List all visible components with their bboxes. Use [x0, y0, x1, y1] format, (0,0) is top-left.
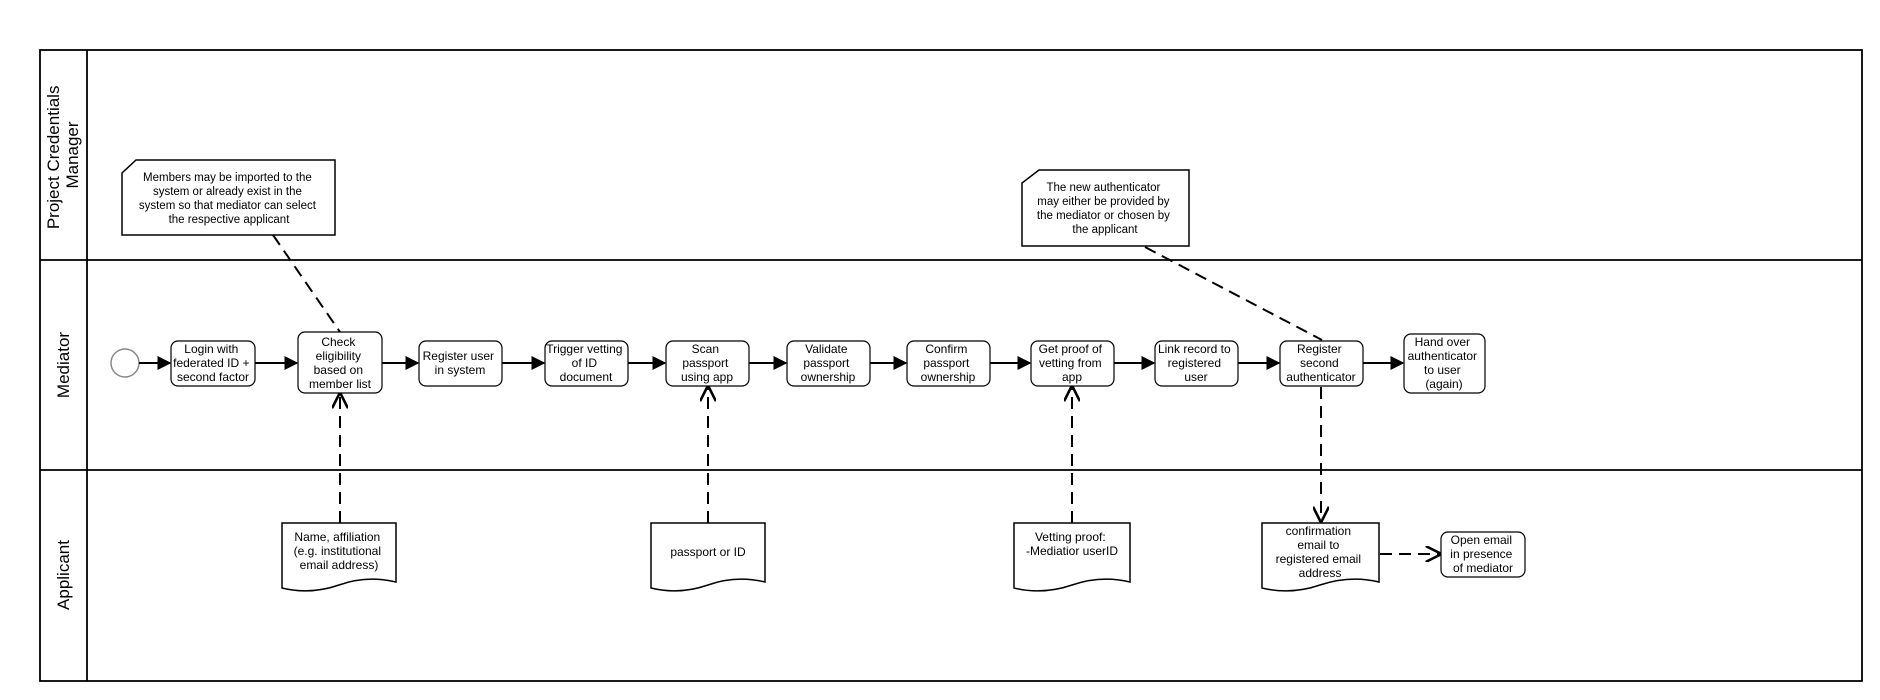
svg-text:Check eligibility: Check eligibility based on member list	[309, 335, 372, 391]
assoc-note1-t2	[272, 234, 341, 333]
svg-text:Scan passport usin: Scan passport using app	[681, 342, 733, 384]
svg-text:Validate passport: Validate passport ownership	[801, 342, 856, 384]
svg-text:Trigger vetting of ID: Trigger vetting of ID document	[546, 342, 626, 384]
lane-label-mediator: Mediator	[54, 332, 73, 398]
lane-applicant: Applicant	[54, 540, 73, 610]
task-check-eligibility[interactable]: Check eligibility based on member list	[297, 331, 383, 394]
lane-label-applicant: Applicant	[54, 540, 73, 610]
task-link-record[interactable]: Link record to registered user	[1154, 340, 1239, 387]
document-confirmation-email: confirmation email to registered email a…	[1261, 522, 1380, 592]
lane-label-pcm: Project Credentials Manager	[44, 81, 82, 229]
task-confirm-passport[interactable]: Confirm passport ownership	[906, 340, 991, 387]
note-members-import: Members may be imported to the system or…	[121, 159, 336, 236]
task-login[interactable]: Login with federated ID + second factor	[170, 340, 256, 387]
svg-text:Confirm passport o: Confirm passport ownership	[921, 342, 976, 384]
svg-text:Hand over authenticator: Hand over authenticator to user (again)	[1408, 335, 1481, 391]
task-open-email[interactable]: Open email in presence of mediator	[1440, 531, 1526, 578]
svg-text:Register user in system: Register user in system	[423, 349, 498, 377]
task-register-user[interactable]: Register user in system	[418, 340, 503, 387]
svg-text:Members may be imported to the: Members may be imported to the system or…	[139, 172, 319, 226]
pool	[39, 49, 1863, 682]
document-passport: passport or ID	[650, 522, 766, 592]
assoc-note2-t10	[1144, 246, 1323, 341]
note-new-authenticator: The new authenticator may either be prov…	[1021, 169, 1190, 247]
document-name-affiliation: Name, affiliation (e.g. institutional em…	[281, 522, 397, 592]
task-register-authenticator[interactable]: Register second authenticator	[1279, 340, 1364, 387]
svg-text:Link record to registere: Link record to registered user	[1158, 342, 1234, 384]
task-scan-passport[interactable]: Scan passport using app	[665, 340, 750, 387]
svg-text:Name, affiliation (e.g.: Name, affiliation (e.g. institutional em…	[294, 530, 385, 572]
svg-text:confirmation email to: confirmation email to registered email a…	[1276, 524, 1365, 580]
lane-mediator: Mediator	[54, 332, 73, 398]
svg-text:Open email in presence: Open email in presence of mediator	[1450, 533, 1515, 575]
svg-text:Get proof of vetting fro: Get proof of vetting from app	[1039, 342, 1106, 384]
svg-text:Vetting proof: -Mediatio: Vetting proof: -Mediatior userID	[1026, 530, 1118, 558]
associations	[272, 234, 1440, 554]
lane-pcm: Project Credentials Manager	[44, 81, 82, 230]
svg-text:The new authenticator ma: The new authenticator may either be prov…	[1037, 182, 1173, 236]
task-hand-over[interactable]: Hand over authenticator to user (again)	[1403, 333, 1486, 394]
svg-text:passport or ID: passport or ID	[670, 545, 746, 559]
task-validate-passport[interactable]: Validate passport ownership	[786, 340, 871, 387]
task-trigger-vetting[interactable]: Trigger vetting of ID document	[544, 340, 629, 387]
svg-text:Login with federated ID: Login with federated ID + second factor	[173, 342, 253, 384]
start-event[interactable]	[110, 348, 140, 378]
svg-text:Register second au: Register second authenticator	[1286, 342, 1355, 384]
document-vetting-proof: Vetting proof: -Mediatior userID	[1013, 522, 1131, 592]
task-get-proof[interactable]: Get proof of vetting from app	[1030, 340, 1115, 387]
